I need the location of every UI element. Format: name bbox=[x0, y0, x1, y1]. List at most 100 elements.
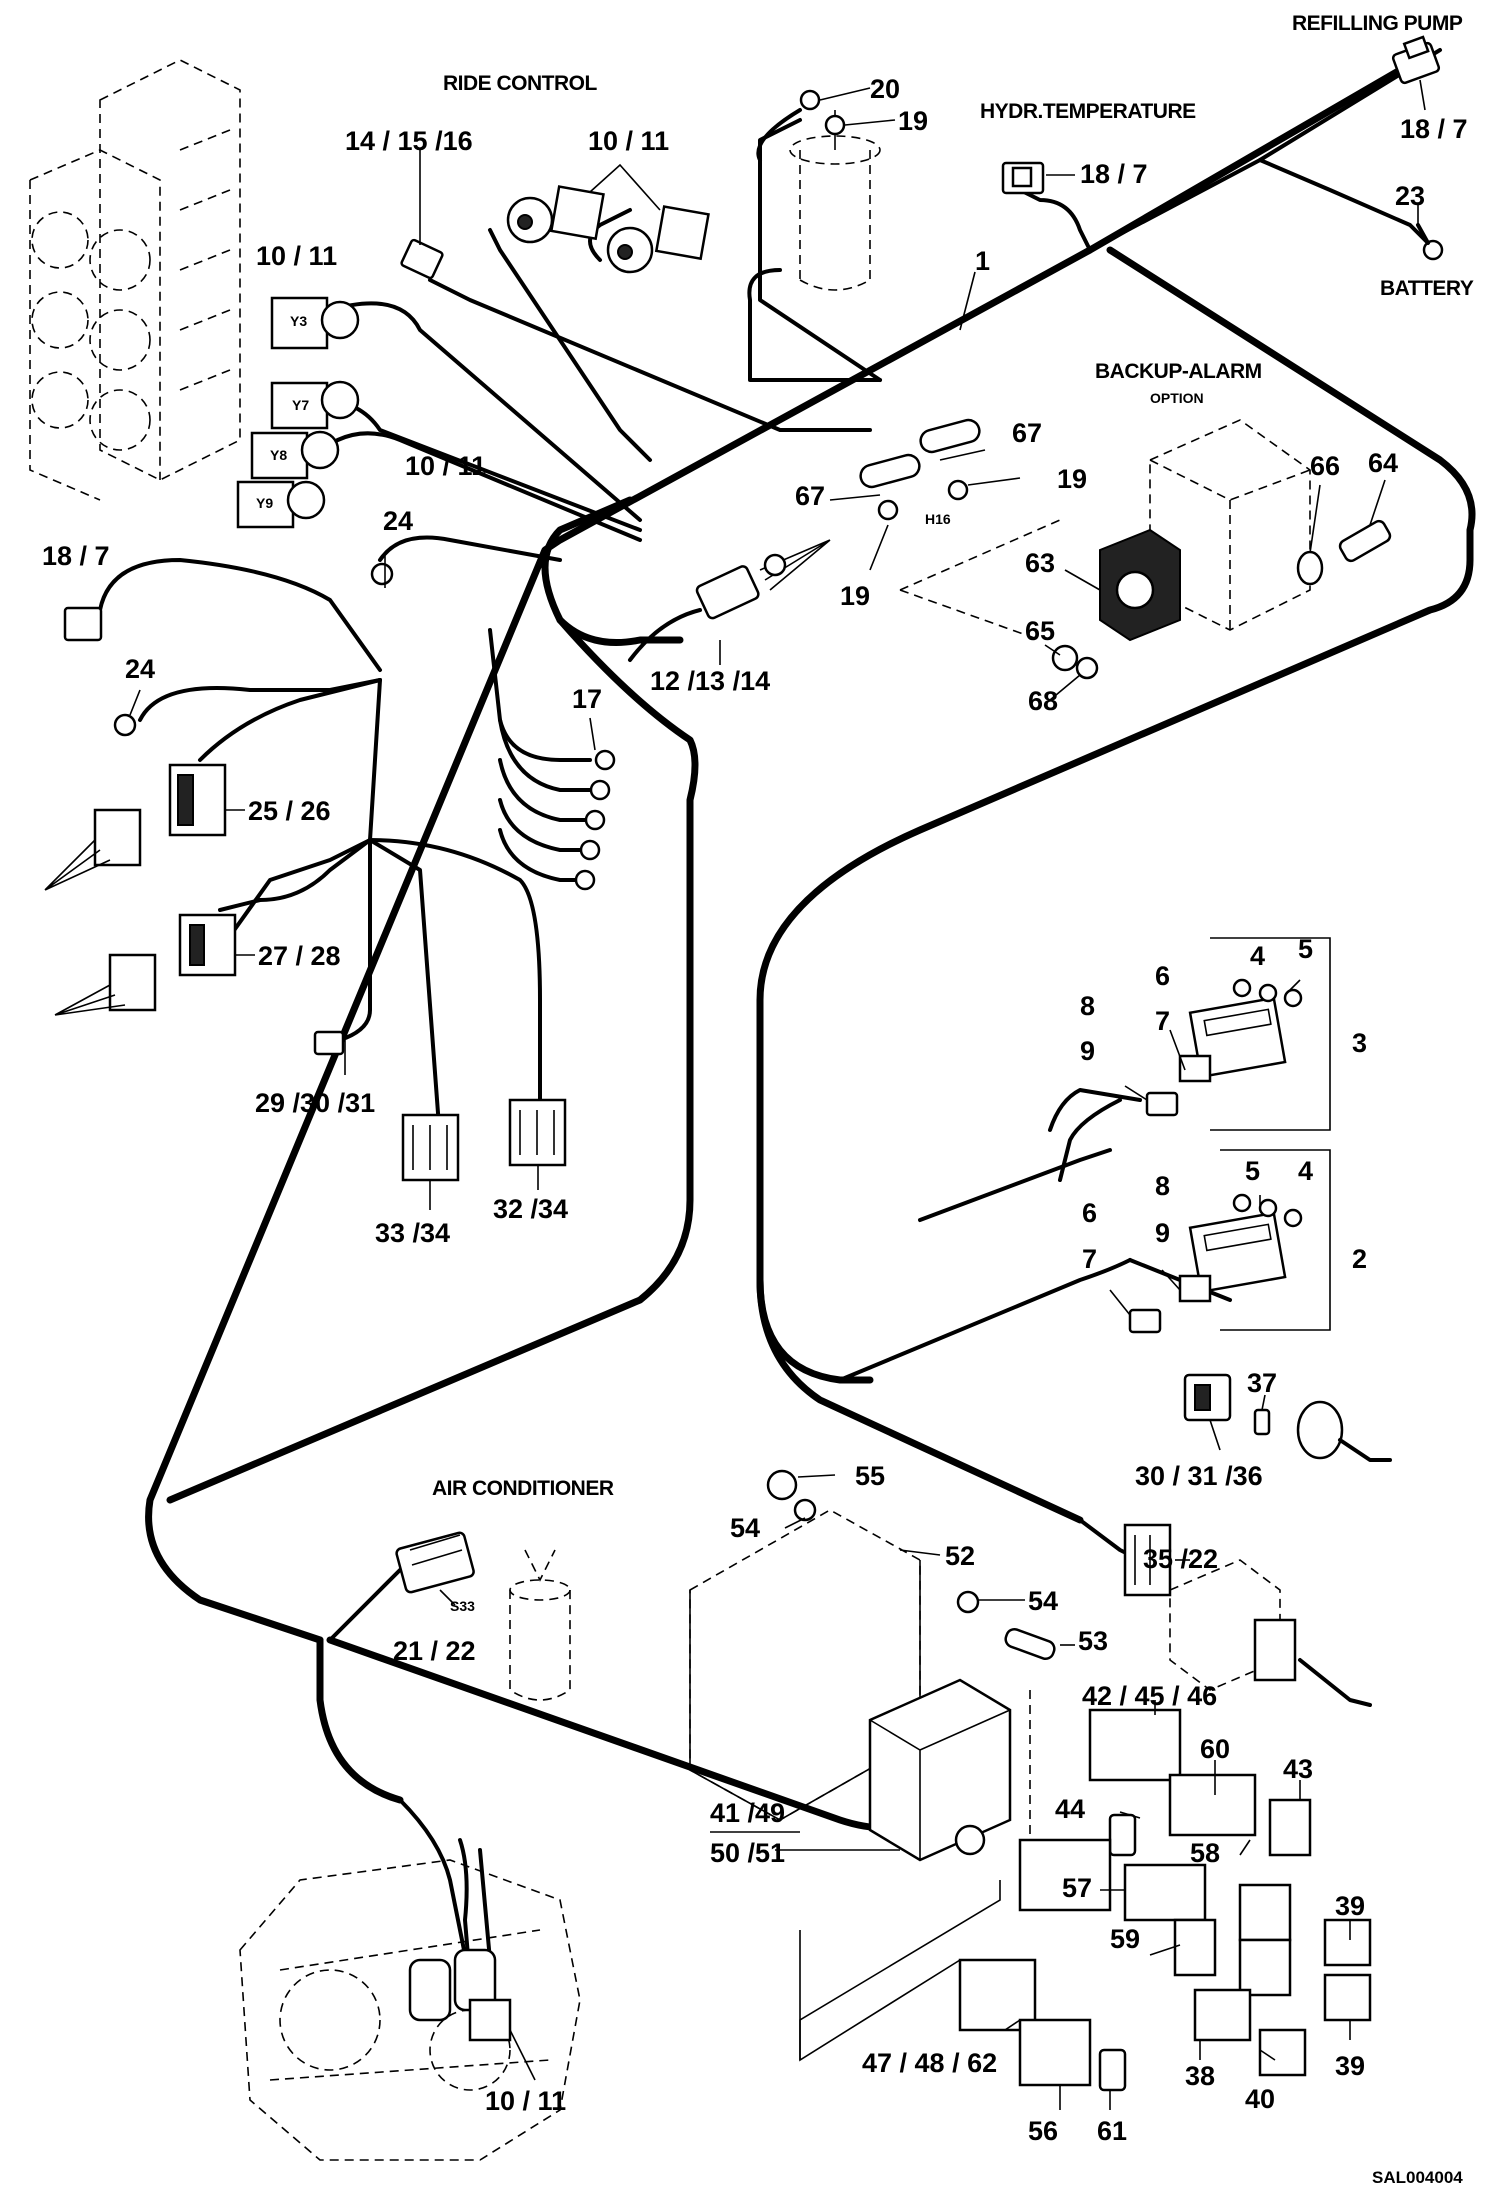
callout: 27 / 28 bbox=[258, 941, 341, 971]
callout: 18 / 7 bbox=[1080, 159, 1148, 189]
callout: 20 bbox=[870, 74, 900, 104]
callout: 17 bbox=[572, 684, 602, 714]
connector-21-22-s33 bbox=[395, 1531, 475, 1594]
callout: 47 / 48 / 62 bbox=[862, 2048, 997, 2078]
solenoid-y9 bbox=[236, 480, 326, 529]
title-air-conditioner: AIR CONDITIONER bbox=[432, 1477, 614, 1500]
callout: 4 bbox=[1250, 941, 1265, 971]
callout: 10 / 11 bbox=[405, 451, 486, 481]
callout: 24 bbox=[125, 654, 155, 684]
mark-s33: S33 bbox=[450, 1598, 475, 1614]
callout: 21 / 22 bbox=[393, 1636, 476, 1666]
callout: 6 bbox=[1082, 1198, 1097, 1228]
indicator-module-3 bbox=[1145, 978, 1303, 1117]
fasteners-52-55 bbox=[766, 1469, 1056, 1661]
connector-18-7-hydr bbox=[1001, 161, 1045, 195]
callout: 5 bbox=[1245, 1156, 1260, 1186]
callout: 41 /49 bbox=[710, 1798, 785, 1828]
callout: 33 /34 bbox=[375, 1218, 450, 1248]
callout: 39 bbox=[1335, 1891, 1365, 1921]
callout: 9 bbox=[1080, 1036, 1095, 1066]
air-conditioner-dryer bbox=[509, 1549, 571, 1701]
title-battery: BATTERY bbox=[1380, 277, 1474, 300]
callout: 40 bbox=[1245, 2084, 1275, 2114]
callout: 10 / 11 bbox=[256, 241, 337, 271]
callout: 54 bbox=[730, 1513, 760, 1543]
callout: 35 /22 bbox=[1143, 1544, 1218, 1574]
callout: 60 bbox=[1200, 1734, 1230, 1764]
callout: 1 bbox=[975, 246, 990, 276]
callout: 37 bbox=[1247, 1368, 1277, 1398]
callout: 19 bbox=[898, 106, 928, 136]
callout: 12 /13 /14 bbox=[650, 666, 770, 696]
callout: 63 bbox=[1025, 548, 1055, 578]
callout: 7 bbox=[1155, 1006, 1170, 1036]
callout: 6 bbox=[1155, 961, 1170, 991]
connector-29-30-31 bbox=[313, 1030, 345, 1056]
callout: 50 /51 bbox=[710, 1838, 785, 1868]
h16-cable-and-terminals bbox=[859, 418, 981, 521]
callout: 10 / 11 bbox=[485, 2086, 566, 2116]
callout: 9 bbox=[1155, 1218, 1170, 1248]
callout: 64 bbox=[1368, 448, 1398, 478]
callout: 54 bbox=[1028, 1586, 1058, 1616]
connector-30-31-36 bbox=[1183, 1373, 1392, 1462]
callout: 67 bbox=[795, 481, 825, 511]
callout: 53 bbox=[1078, 1626, 1108, 1656]
solenoid-y3 bbox=[270, 296, 360, 350]
relay-box-base bbox=[868, 1678, 1012, 1862]
bracket-2 bbox=[1220, 1149, 1331, 1331]
callout: 66 bbox=[1310, 451, 1340, 481]
drawing-number: SAL004004 bbox=[1372, 2168, 1463, 2187]
callout: 19 bbox=[840, 581, 870, 611]
callout: 58 bbox=[1190, 1838, 1220, 1868]
ride-control-valve-block bbox=[29, 59, 241, 501]
hydraulic-tank-sensor bbox=[789, 110, 881, 291]
callout: 19 bbox=[1057, 464, 1087, 494]
callout: 10 / 11 bbox=[588, 126, 669, 156]
indicator-module-2 bbox=[1128, 1193, 1303, 1334]
callout: 29 /30 /31 bbox=[255, 1088, 375, 1118]
callout: 43 bbox=[1283, 1754, 1313, 1784]
title-backup-alarm: BACKUP-ALARM bbox=[1095, 360, 1262, 383]
transmission-ghost bbox=[239, 1859, 581, 2161]
callout: 39 bbox=[1335, 2051, 1365, 2081]
callout: 23 bbox=[1395, 181, 1425, 211]
mark-h16: H16 bbox=[925, 511, 951, 527]
connector-35-22 bbox=[1123, 1523, 1372, 1707]
tank-sensor-terminals bbox=[799, 89, 846, 136]
callout: 4 bbox=[1298, 1156, 1313, 1186]
connector-27-28 bbox=[54, 913, 237, 1016]
mark-y3: Y3 bbox=[290, 313, 307, 329]
callout: 59 bbox=[1110, 1924, 1140, 1954]
callout: 5 bbox=[1298, 934, 1313, 964]
solenoid-y7 bbox=[270, 380, 360, 430]
mark-y7: Y7 bbox=[292, 397, 309, 413]
connector-32-34 bbox=[508, 1098, 567, 1167]
title-hydr-temperature: HYDR.TEMPERATURE bbox=[980, 100, 1196, 123]
callout: 8 bbox=[1080, 991, 1095, 1021]
callout: 65 bbox=[1025, 616, 1055, 646]
callout: 68 bbox=[1028, 686, 1058, 716]
callout: 44 bbox=[1055, 1794, 1085, 1824]
callout: 42 / 45 / 46 bbox=[1082, 1681, 1217, 1711]
callout: 25 / 26 bbox=[248, 796, 331, 826]
connector-18-7-top bbox=[1391, 35, 1441, 85]
connector-33-34 bbox=[401, 1113, 460, 1182]
ring-terminal-24-upper bbox=[370, 562, 394, 586]
connector-14-15-16 bbox=[400, 238, 444, 280]
title-option: OPTION bbox=[1150, 390, 1204, 406]
ring-terminals-17 bbox=[574, 749, 616, 891]
callout: 18 / 7 bbox=[1400, 114, 1468, 144]
main-harness-trunk bbox=[145, 66, 1476, 1832]
callout: 57 bbox=[1062, 1873, 1092, 1903]
connector-25-26 bbox=[44, 763, 227, 891]
callout: 7 bbox=[1082, 1244, 1097, 1274]
callout: 55 bbox=[855, 1461, 885, 1491]
title-ride-control: RIDE CONTROL bbox=[443, 72, 598, 95]
callout: 8 bbox=[1155, 1171, 1170, 1201]
callout: 32 /34 bbox=[493, 1194, 568, 1224]
callout: 30 / 31 /36 bbox=[1135, 1461, 1263, 1491]
transmission-solenoids bbox=[408, 1948, 512, 2042]
